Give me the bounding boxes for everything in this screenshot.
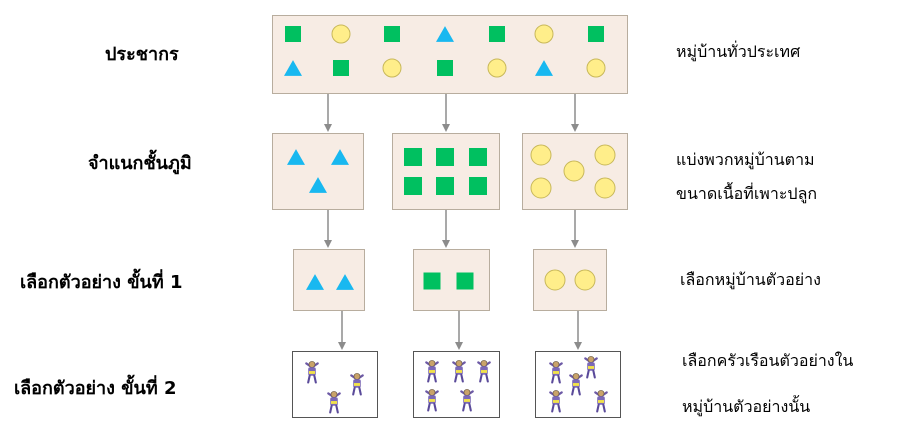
square-icon: [384, 26, 400, 42]
square-icon: [436, 177, 454, 195]
circle-icon: [530, 144, 552, 166]
square-icon: [489, 26, 505, 42]
circle-icon: [382, 58, 402, 78]
person-figure-icon: [327, 390, 341, 414]
description-sample-stage2-line1: เลือกครัวเรือนตัวอย่างใน: [682, 351, 854, 370]
square-icon: [285, 26, 301, 42]
circle-icon: [594, 144, 616, 166]
square-icon: [404, 177, 422, 195]
circle-icon: [331, 24, 351, 44]
sample-box-triangles: [293, 249, 365, 311]
description-stratify-line2: ขนาดเนื้อที่เพาะปลูก: [676, 184, 818, 203]
person-figure-icon: [584, 355, 598, 379]
square-icon: [469, 148, 487, 166]
person-figure-icon: [477, 359, 491, 383]
person-figure-icon: [549, 389, 563, 413]
triangle-icon: [287, 149, 305, 165]
description-sample-stage2-line2: หมู่บ้านตัวอย่างนั้น: [682, 397, 811, 416]
square-icon: [456, 272, 474, 290]
circle-icon: [530, 177, 552, 199]
triangle-icon: [331, 149, 349, 165]
description-stratify-line1: แบ่งพวกหมู่บ้านตาม: [676, 150, 815, 169]
square-icon: [437, 60, 453, 76]
circle-icon: [594, 177, 616, 199]
person-figure-icon: [350, 372, 364, 396]
stage-label-population: ประชากร: [105, 44, 179, 65]
circle-icon: [534, 24, 554, 44]
person-figure-icon: [452, 359, 466, 383]
household-box-1: [292, 351, 378, 418]
square-icon: [588, 26, 604, 42]
square-icon: [436, 148, 454, 166]
person-figure-icon: [425, 359, 439, 383]
person-figure-icon: [425, 388, 439, 412]
stratum-box-squares: [392, 133, 500, 210]
circle-icon: [574, 269, 596, 291]
triangle-icon: [336, 274, 354, 290]
population-box: [272, 15, 628, 94]
circle-icon: [544, 269, 566, 291]
person-figure-icon: [549, 360, 563, 384]
circle-icon: [563, 160, 585, 182]
stratum-box-triangles: [272, 133, 364, 210]
triangle-icon: [284, 60, 302, 76]
stage-label-stratify: จำแนกชั้นภูมิ: [88, 153, 192, 174]
description-sample-stage1: เลือกหมู่บ้านตัวอย่าง: [680, 270, 821, 289]
stage-label-sample-stage1: เลือกตัวอย่าง ขั้นที่ 1: [20, 272, 183, 293]
person-figure-icon: [569, 372, 583, 396]
triangle-icon: [306, 274, 324, 290]
square-icon: [469, 177, 487, 195]
triangle-icon: [436, 26, 454, 42]
square-icon: [423, 272, 441, 290]
circle-icon: [487, 58, 507, 78]
person-figure-icon: [460, 388, 474, 412]
circle-icon: [586, 58, 606, 78]
triangle-icon: [535, 60, 553, 76]
description-population: หมู่บ้านทั่วประเทศ: [676, 42, 801, 61]
square-icon: [333, 60, 349, 76]
person-figure-icon: [594, 389, 608, 413]
stage-label-sample-stage2: เลือกตัวอย่าง ขั้นที่ 2: [14, 378, 177, 399]
square-icon: [404, 148, 422, 166]
person-figure-icon: [305, 360, 319, 384]
triangle-icon: [309, 177, 327, 193]
